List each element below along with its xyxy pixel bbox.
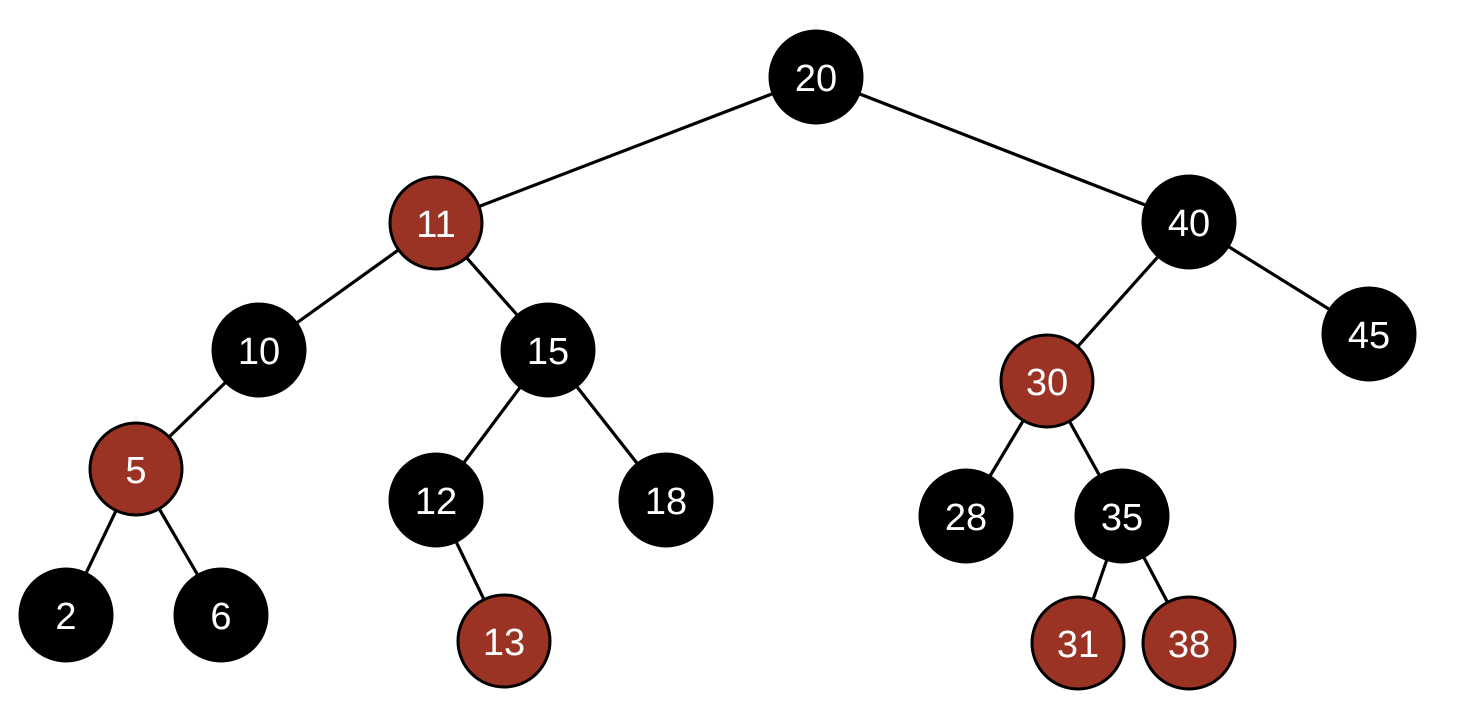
node-label: 20 [795, 58, 837, 100]
tree-node-35: 35 [1074, 468, 1170, 564]
node-label: 18 [645, 481, 687, 523]
node-circle-black [768, 29, 864, 125]
node-label: 15 [527, 331, 569, 373]
node-label: 5 [125, 450, 146, 492]
edge-n20-n11 [434, 75, 818, 225]
node-label: 30 [1026, 362, 1068, 404]
node-label: 31 [1057, 624, 1099, 666]
tree-node-18: 18 [618, 452, 714, 548]
node-circle-black [18, 567, 114, 663]
tree-node-5: 5 [88, 421, 184, 517]
node-circle-black [618, 452, 714, 548]
node-circle-black [211, 302, 307, 398]
tree-node-20: 20 [768, 29, 864, 125]
tree-node-6: 6 [173, 567, 269, 663]
node-label: 35 [1101, 497, 1143, 539]
node-circle-red [456, 593, 552, 689]
tree-node-30: 30 [999, 333, 1095, 429]
tree-node-15: 15 [500, 302, 596, 398]
node-circle-black [173, 567, 269, 663]
node-circle-black [500, 302, 596, 398]
node-circle-red [388, 175, 484, 271]
tree-node-40: 40 [1141, 174, 1237, 270]
edge-n20-n40 [814, 75, 1191, 224]
tree-node-28: 28 [918, 468, 1014, 564]
node-circle-black [1321, 286, 1417, 382]
tree-node-10: 10 [211, 302, 307, 398]
node-circle-red [1141, 595, 1237, 691]
node-label: 12 [415, 481, 457, 523]
tree-node-13: 13 [456, 593, 552, 689]
node-circle-red [88, 421, 184, 517]
node-label: 10 [238, 331, 280, 373]
node-label: 38 [1168, 624, 1210, 666]
tree-node-45: 45 [1321, 286, 1417, 382]
tree-node-2: 2 [18, 567, 114, 663]
node-label: 28 [945, 497, 987, 539]
node-label: 40 [1168, 203, 1210, 245]
tree-node-38: 38 [1141, 595, 1237, 691]
node-label: 11 [416, 204, 455, 246]
tree-node-31: 31 [1030, 595, 1126, 691]
node-circle-black [918, 468, 1014, 564]
node-circle-black [388, 452, 484, 548]
tree-node-11: 11 [388, 175, 484, 271]
node-label: 6 [210, 596, 231, 638]
node-circle-red [1030, 595, 1126, 691]
tree-nodes: 20 11 40 10 15 30 45 5 12 18 28 35 2 6 13 31 38 [18, 29, 1417, 691]
node-label: 13 [483, 622, 525, 664]
node-circle-black [1074, 468, 1170, 564]
node-circle-red [999, 333, 1095, 429]
node-label: 2 [55, 596, 76, 638]
node-label: 45 [1348, 315, 1390, 357]
tree-node-12: 12 [388, 452, 484, 548]
node-circle-black [1141, 174, 1237, 270]
